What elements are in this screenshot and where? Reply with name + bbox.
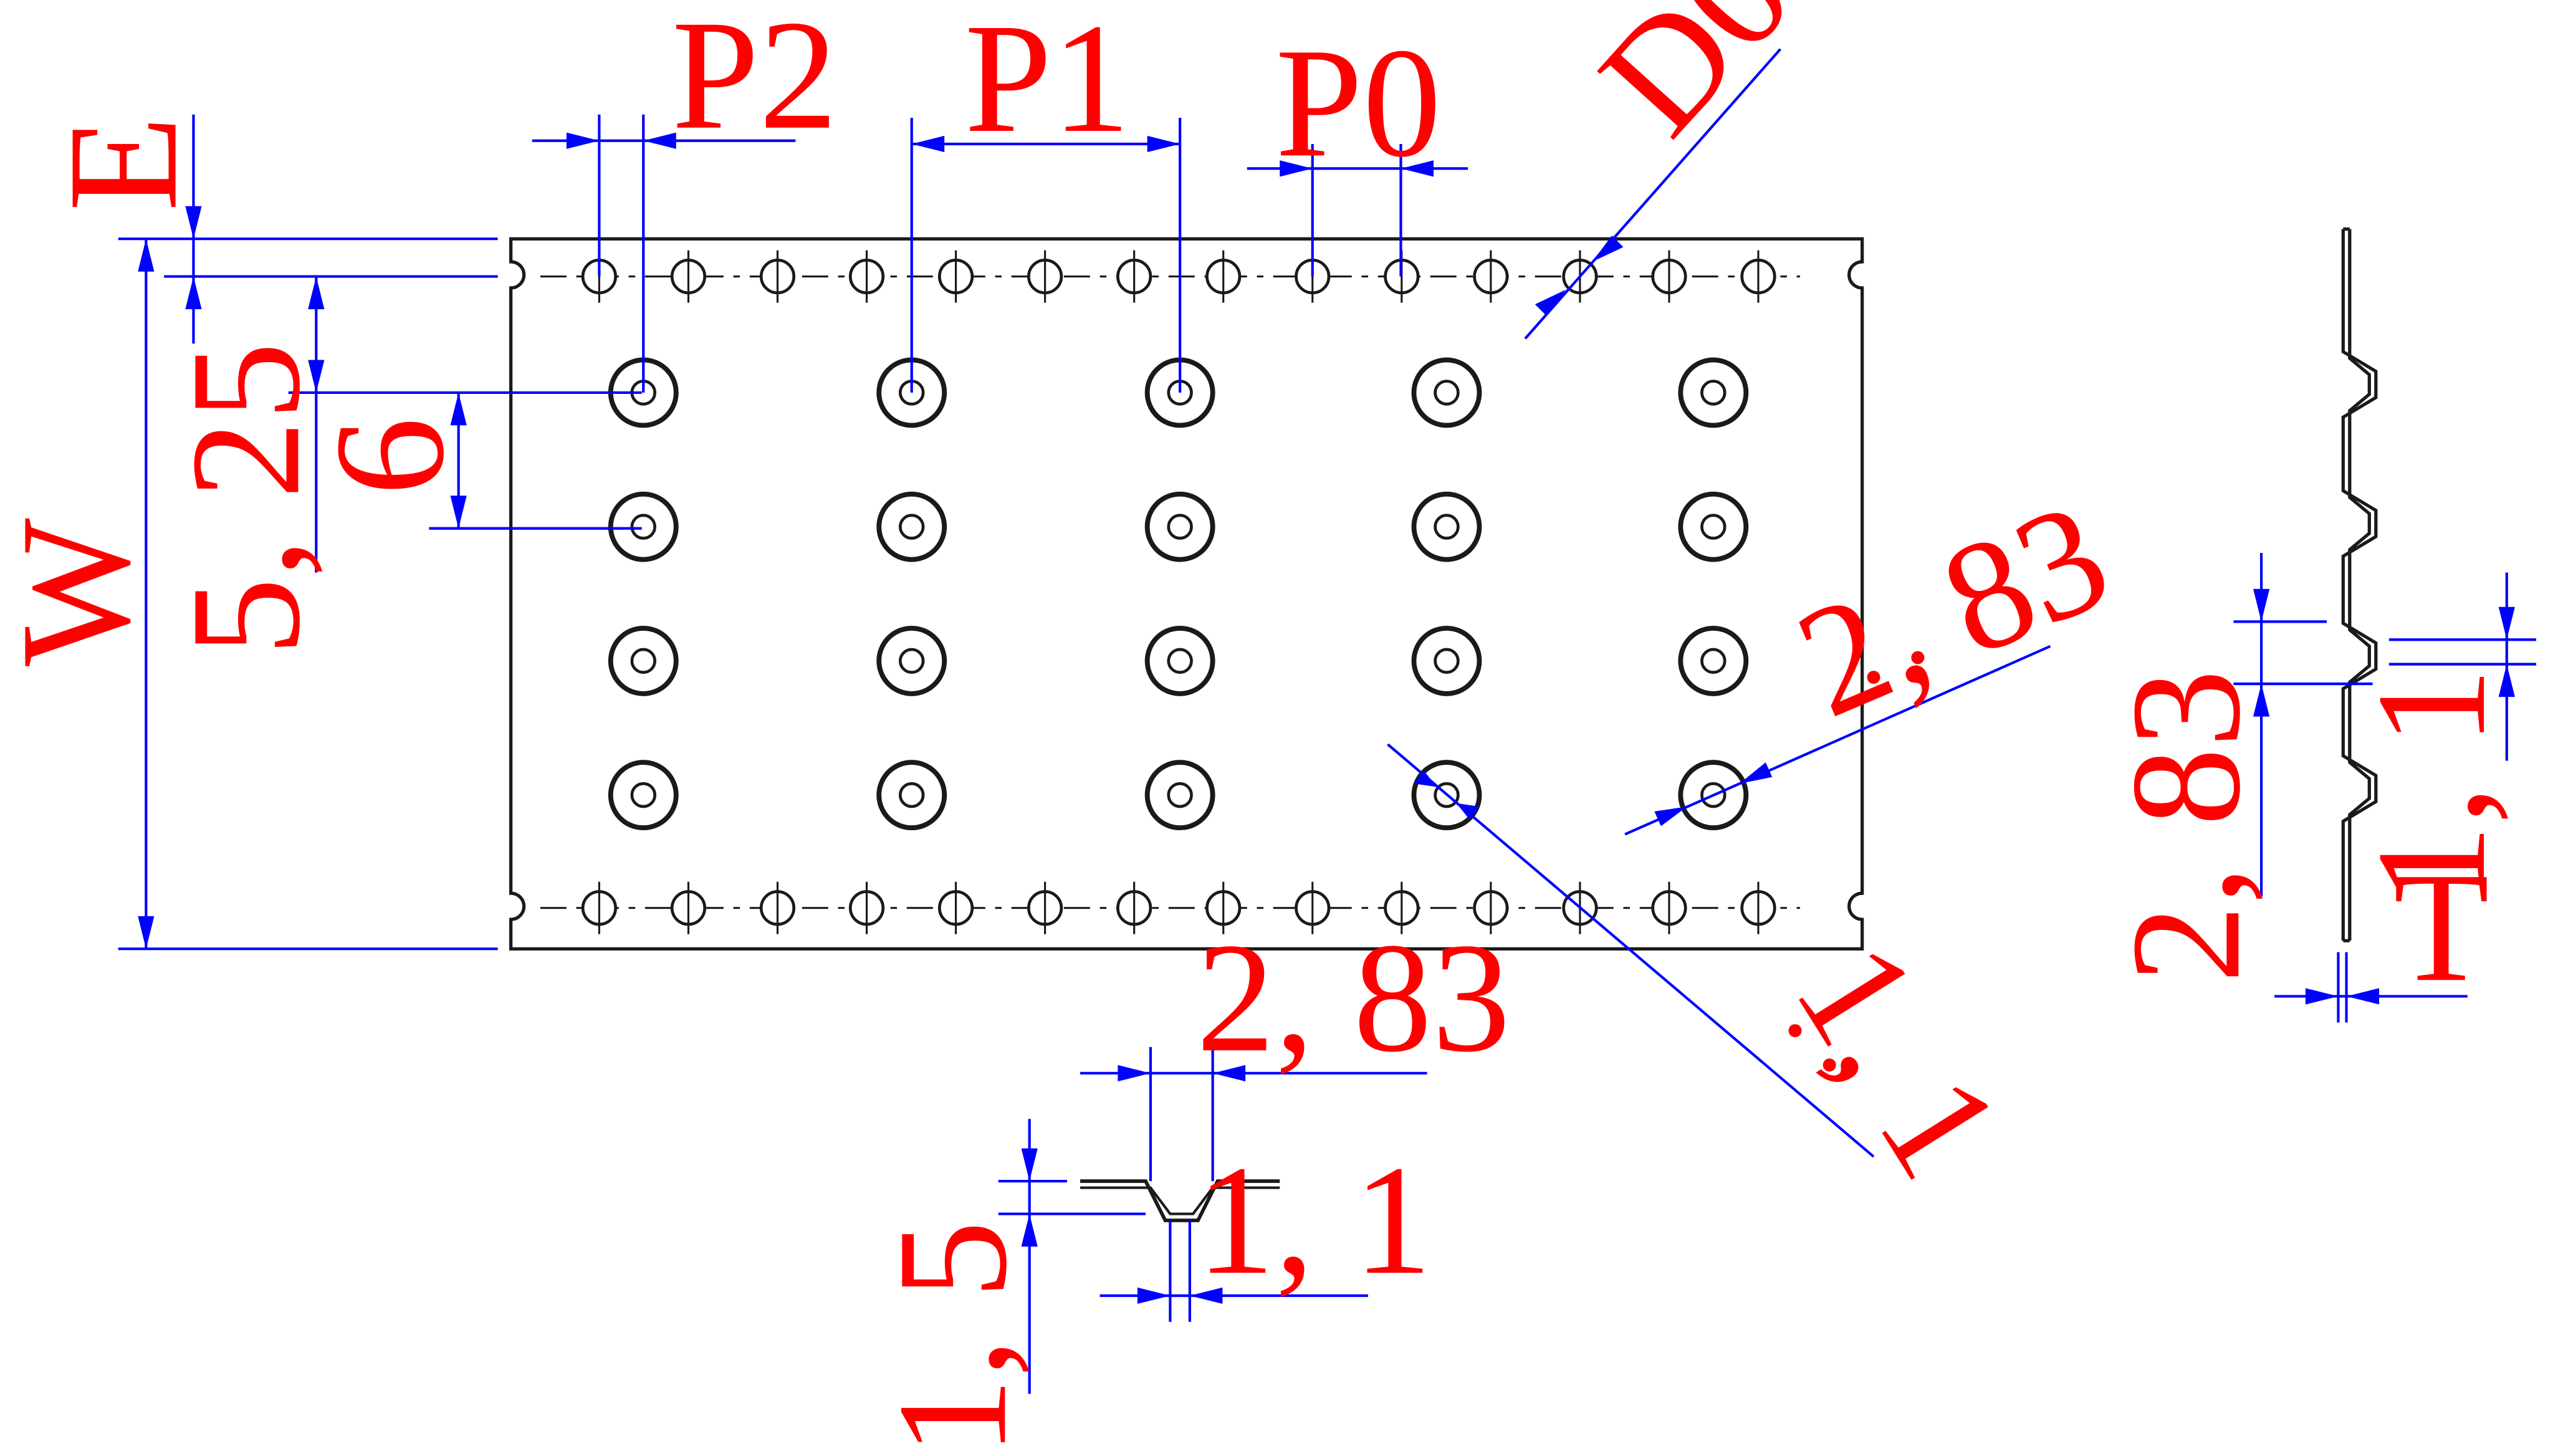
label-e: E (36, 116, 210, 212)
reference-dots (1788, 651, 1925, 1072)
label-1-1-detail: 1, 1 (1196, 1133, 1432, 1307)
label-2-83-detail: 2, 83 (1196, 910, 1510, 1085)
pocket (1411, 625, 1482, 696)
pocket (1678, 357, 1749, 428)
pocket (876, 760, 947, 831)
sprocket-hole (937, 881, 974, 934)
sprocket-hole (1205, 881, 1242, 934)
sprocket-hole (1384, 881, 1420, 934)
label-1-1-side: 1, 1 (2344, 668, 2518, 903)
sprocket-hole (1295, 881, 1331, 934)
label-p1: P1 (964, 0, 1130, 165)
dimension-arrows (138, 132, 1773, 949)
sprocket-hole (1027, 250, 1063, 303)
pocket (1678, 625, 1749, 696)
label-2-83-side: 2, 83 (2098, 669, 2273, 984)
sprocket-hole (670, 881, 707, 934)
pocket (876, 625, 947, 696)
sprocket-hole (1116, 250, 1152, 303)
label-2-83-hole: 2, 83 (1774, 467, 2131, 751)
pocket (1411, 760, 1482, 831)
pocket (1411, 357, 1482, 428)
label-p2: P2 (672, 0, 838, 162)
sprocket-hole (1205, 250, 1242, 303)
pocket (1678, 491, 1749, 562)
sprocket-hole (1116, 881, 1152, 934)
pocket (1411, 491, 1482, 562)
label-1-5-detail: 1, 5 (865, 1220, 1039, 1456)
sprocket-hole (759, 250, 796, 303)
sprocket-hole (848, 250, 885, 303)
label-d0: D0 (1566, 0, 1824, 166)
sprocket-holes (540, 250, 1800, 934)
sprocket-hole (1473, 250, 1509, 303)
pocket (608, 625, 679, 696)
component-pockets (608, 357, 1749, 831)
tape-side-view (2233, 227, 2537, 1023)
label-5-25: 5, 25 (158, 342, 332, 656)
label-t: T (2393, 840, 2489, 1014)
pocket (1678, 760, 1749, 831)
pocket (876, 491, 947, 562)
pocket (1144, 760, 1215, 831)
sprocket-hole (670, 250, 707, 303)
sprocket-hole (1027, 881, 1063, 934)
label-6: 6 (302, 417, 476, 496)
tape-outline (509, 237, 1864, 951)
sprocket-hole (1651, 250, 1687, 303)
sprocket-hole (1473, 881, 1509, 934)
pocket (1144, 491, 1215, 562)
sprocket-hole (1740, 881, 1776, 934)
label-w: W (0, 518, 162, 666)
pocket (1144, 625, 1215, 696)
sprocket-hole (937, 250, 974, 303)
pocket (608, 760, 679, 831)
sprocket-hole (581, 881, 617, 934)
label-p0: P0 (1275, 15, 1441, 189)
dimension-lines (118, 48, 2051, 1158)
sprocket-hole (1651, 881, 1687, 934)
label-1-1-hole: 1, 1 (1763, 914, 2036, 1206)
pocket-section-detail (998, 1046, 1427, 1394)
sprocket-hole (848, 881, 885, 934)
sprocket-hole (1740, 250, 1776, 303)
pocket (608, 491, 679, 562)
sprocket-hole (759, 881, 796, 934)
